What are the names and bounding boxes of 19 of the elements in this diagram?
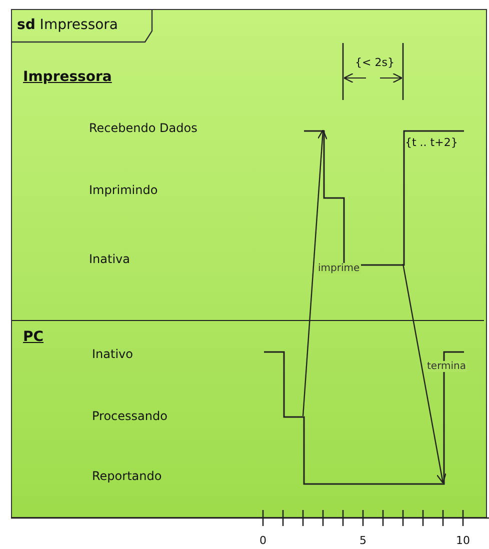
frame — [11, 9, 487, 518]
state-label: Inativo — [92, 347, 133, 361]
message-arrow — [302, 129, 328, 416]
state-label: Reportando — [92, 469, 162, 483]
edge-label: termina — [426, 361, 467, 372]
tick-label: 10 — [456, 534, 470, 547]
duration-constraint: {< 2s} — [355, 56, 394, 69]
state-label: Imprimindo — [89, 183, 158, 197]
state-label: Inativa — [89, 252, 130, 266]
state-label: Processando — [92, 409, 168, 423]
message-arrow — [402, 264, 446, 484]
edge-label: imprime — [317, 263, 361, 274]
state-label: Recebendo Dados — [89, 121, 198, 135]
lifeline-name: PC — [23, 329, 44, 345]
timing-constraint: {t .. t+2} — [405, 136, 458, 149]
tick-label: 5 — [360, 534, 366, 547]
tick-label: 0 — [260, 534, 266, 547]
lifeline-name: Impressora — [23, 69, 112, 85]
frame-title: sd Impressora — [17, 17, 118, 33]
